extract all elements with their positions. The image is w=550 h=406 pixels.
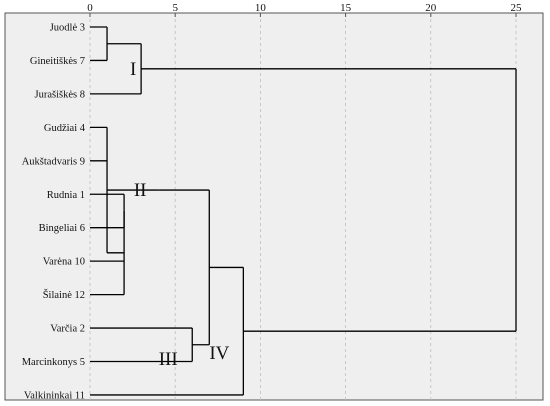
leaf-label: Valkininkai 11 — [24, 390, 85, 401]
x-tick-label: 25 — [511, 2, 523, 14]
x-tick-label: 0 — [87, 2, 93, 14]
cluster-label: III — [159, 349, 178, 370]
leaf-label: Rudnia 1 — [47, 190, 85, 201]
plot-frame — [4, 12, 544, 401]
link-layer — [90, 26, 517, 396]
x-tick-label: 20 — [425, 2, 437, 14]
leaf-label: Juodlė 3 — [50, 23, 85, 34]
cluster-label: IV — [209, 343, 229, 364]
leaf-label: Varčia 2 — [50, 324, 85, 335]
x-tick-label: 10 — [255, 2, 267, 14]
leaf-label: Gineitiškės 7 — [30, 56, 85, 67]
leaf-label: Aukštadvaris 9 — [22, 156, 85, 167]
x-tick-label: 15 — [340, 2, 352, 14]
x-tick-label: 5 — [172, 2, 178, 14]
leaf-label: Jurašiškės 8 — [35, 89, 85, 100]
leaf-layer: Juodlė 3 Gineitiškės 7 Jurašiškės 8 Gudžiai… — [22, 23, 86, 402]
tick-layer: 0 5 10 15 20 25 — [87, 2, 522, 17]
cluster-label: I — [130, 59, 136, 80]
leaf-label: Marcinkonys 5 — [22, 357, 85, 368]
leaf-label: Bingeliai 6 — [39, 223, 85, 234]
cluster-label: II — [134, 180, 147, 201]
leaf-label: Šilainė 12 — [43, 289, 85, 301]
leaf-label: Varėna 10 — [43, 257, 85, 268]
leaf-label: Gudžiai 4 — [44, 123, 86, 134]
